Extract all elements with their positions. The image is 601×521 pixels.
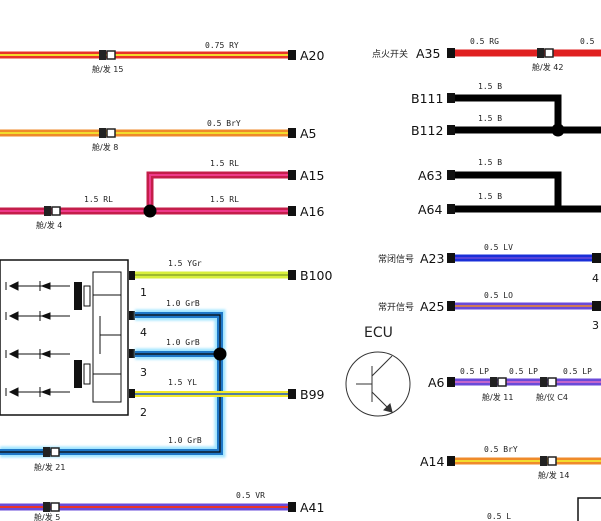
wire-spec-a15: 1.5 RL — [210, 159, 239, 168]
terminal-a64 — [447, 204, 455, 214]
terminal-a16 — [288, 206, 296, 216]
terminal-a25 — [447, 301, 455, 311]
component-outline — [577, 497, 601, 521]
terminal-a20 — [288, 50, 296, 60]
pin-b99: B99 — [300, 387, 325, 402]
conn-label-42: 舱/发 42 — [532, 62, 563, 72]
label-ignition: 点火开关 — [372, 48, 408, 60]
pin-a35: A35 — [416, 46, 440, 61]
terminal-a5 — [288, 128, 296, 138]
connector-shell-11 — [490, 377, 507, 387]
wire-spec-bottom: 0.5 L — [487, 512, 511, 521]
connector-shell-15 — [99, 50, 116, 60]
terminal-a25-end — [592, 301, 601, 311]
terminal-a15 — [288, 170, 296, 180]
wire-spec-a23: 0.5 LV — [484, 243, 513, 252]
wire-spec-grb-b: 1.0 GrB — [166, 338, 200, 347]
wire-spec-rl-left: 1.5 RL — [84, 195, 113, 204]
conn-label-14: 舱/发 14 — [538, 470, 569, 480]
edge-pin-3: 3 — [592, 319, 599, 332]
relay-pin-4: 4 — [140, 326, 147, 339]
wire-spec-a16: 1.5 RL — [210, 195, 239, 204]
relay-pin-3: 3 — [140, 366, 147, 379]
ecu-label: ECU — [364, 325, 393, 341]
wire-b111-b112 — [455, 94, 601, 134]
relay-terminals — [129, 271, 135, 398]
wire-spec-a6-3: 0.5 LP — [563, 367, 592, 376]
wire-spec-b100: 1.5 YGr — [168, 259, 202, 268]
conn-label-5: 舱/发 5 — [34, 512, 60, 521]
pin-a41: A41 — [300, 500, 324, 515]
wire-spec-a6-1: 0.5 LP — [460, 367, 489, 376]
connector-shell-21 — [43, 447, 60, 457]
terminal-a23-end — [592, 253, 601, 263]
pin-a63: A63 — [418, 168, 442, 183]
pin-a64: A64 — [418, 202, 443, 217]
conn-label-21: 舱/发 21 — [34, 462, 65, 472]
splice-b111 — [551, 123, 565, 137]
terminal-a63 — [447, 170, 455, 180]
conn-label-4: 舱/发 4 — [36, 220, 62, 230]
wire-spec-grb-c: 1.0 GrB — [168, 436, 202, 445]
wire-spec-a64: 1.5 B — [478, 192, 502, 201]
pin-b111: B111 — [411, 91, 443, 106]
relay-module — [0, 259, 129, 416]
connector-shell-5 — [43, 502, 60, 512]
conn-label-8: 舱/发 8 — [92, 142, 118, 152]
label-no-signal: 常开信号 — [378, 301, 414, 313]
ecu-transistor-icon — [345, 351, 411, 417]
pin-a20: A20 — [300, 48, 325, 63]
connector-shell-c4 — [540, 377, 557, 387]
connector-shell-42 — [537, 48, 554, 58]
wire-spec-a25: 0.5 LO — [484, 291, 513, 300]
wire-spec-b99: 1.5 YL — [168, 378, 197, 387]
pin-b100: B100 — [300, 268, 332, 283]
terminal-b100 — [288, 270, 296, 280]
wire-spec-b111: 1.5 B — [478, 82, 502, 91]
wire-spec-a41: 0.5 VR — [236, 491, 265, 500]
wire-spec-a14: 0.5 BrY — [484, 445, 518, 454]
conn-label-15: 舱/发 15 — [92, 64, 123, 74]
connector-shell-4 — [44, 206, 61, 216]
pin-a6: A6 — [428, 375, 445, 390]
pin-a15: A15 — [300, 168, 324, 183]
terminal-a6 — [447, 377, 455, 387]
wire-spec-a63: 1.5 B — [478, 158, 502, 167]
terminal-a23 — [447, 253, 455, 263]
wire-spec-a35-cont: 0.5 — [580, 37, 595, 46]
pin-a25: A25 — [420, 299, 444, 314]
wire-spec-a20: 0.75 RY — [205, 41, 239, 50]
relay-pin-1: 1 — [140, 286, 147, 299]
pin-a23: A23 — [420, 251, 444, 266]
splice-rl — [143, 204, 157, 218]
splice-grb — [213, 347, 227, 361]
wire-spec-grb-a: 1.0 GrB — [166, 299, 200, 308]
terminal-a41 — [288, 502, 296, 512]
terminal-a35 — [447, 48, 455, 58]
label-nc-signal: 常闭信号 — [378, 253, 414, 265]
wire-a15-a16 — [0, 171, 288, 215]
edge-pin-4: 4 — [592, 272, 599, 285]
wire-spec-b112: 1.5 B — [478, 114, 502, 123]
terminal-b111 — [447, 93, 455, 103]
pin-a14: A14 — [420, 454, 445, 469]
pin-a16: A16 — [300, 204, 325, 219]
relay-pin-2: 2 — [140, 406, 147, 419]
pin-b112: B112 — [411, 123, 443, 138]
connector-shell-8 — [99, 128, 116, 138]
wire-a63-a64 — [455, 171, 601, 213]
conn-label-c4: 舱/仪 C4 — [536, 392, 568, 402]
wire-spec-a35: 0.5 RG — [470, 37, 499, 46]
wire-spec-a6-2: 0.5 LP — [509, 367, 538, 376]
wire-grb — [0, 309, 226, 458]
conn-label-11: 舱/发 11 — [482, 392, 513, 402]
pin-a5: A5 — [300, 126, 317, 141]
terminal-b112 — [447, 125, 455, 135]
terminal-b99 — [288, 389, 296, 399]
wire-spec-a5: 0.5 BrY — [207, 119, 241, 128]
terminal-a14 — [447, 456, 455, 466]
connector-shell-14 — [540, 456, 557, 466]
